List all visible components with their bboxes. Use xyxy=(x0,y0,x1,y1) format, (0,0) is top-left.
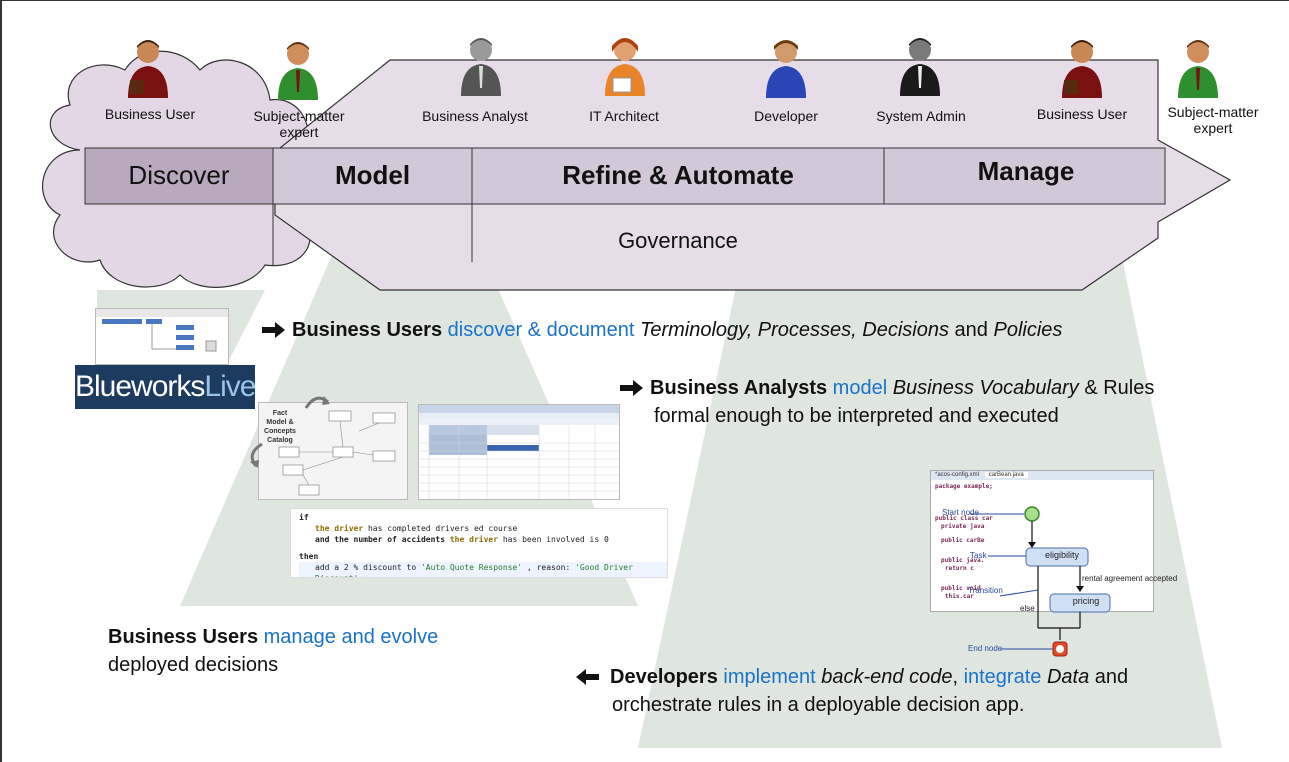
fact-model-title: Fact Model & Concepts Catalog xyxy=(264,410,296,444)
code-string: 'Auto Quote Response' xyxy=(420,563,523,572)
statement-term: Business Vocabulary xyxy=(892,377,1079,399)
ruleflow-diagram xyxy=(970,506,1111,657)
code-line: public java. xyxy=(941,557,985,564)
statement-verb: discover & document xyxy=(447,319,635,341)
phase-manage: Manage xyxy=(977,156,1075,186)
statement-developers: Developers implement back-end code, inte… xyxy=(576,664,1128,690)
rule-code: if the driver has completed drivers ed c… xyxy=(299,512,667,577)
statement-term: Terminology, Processes, Decisions xyxy=(639,319,949,341)
logo-text: Blueworks xyxy=(75,370,205,403)
statement-manage: Business Users manage and evolve xyxy=(108,624,438,650)
code-text: has completed drivers ed course xyxy=(363,524,518,533)
spreadsheet-screenshot xyxy=(418,404,620,500)
role-business-user-2: Business User xyxy=(1036,106,1128,122)
ruleflow-screenshot: *acos-config.xml carBean.java package ex… xyxy=(930,470,1154,612)
statement-developers-line2: orchestrate rules in a deployable decisi… xyxy=(612,694,1025,716)
editor-tab[interactable]: *acos-config.xml xyxy=(935,472,980,478)
rule-code-screenshot: if the driver has completed drivers ed c… xyxy=(290,508,668,578)
code-keyword: then xyxy=(299,552,319,561)
phase-refine-automate: Refine & Automate xyxy=(562,160,794,190)
statement-subject: Business Users xyxy=(108,626,259,648)
code-line: return c xyxy=(945,565,974,572)
code-text: has been involved is 0 xyxy=(498,535,609,544)
flow-label-start-node: Start node xyxy=(942,508,979,517)
code-line: private java xyxy=(941,523,985,530)
flow-label-transition: Transition xyxy=(968,586,1003,595)
person-blue-icon xyxy=(766,40,806,98)
phase-discover: Discover xyxy=(128,160,230,190)
phase-model: Model xyxy=(334,160,411,190)
role-subject-matter-expert-2: Subject-matter expert xyxy=(1167,104,1259,136)
person-black-icon xyxy=(900,38,940,96)
flow-label-else: else xyxy=(1020,604,1035,613)
flow-node-eligibility: eligibility xyxy=(1044,550,1079,560)
statement-conj: and xyxy=(954,319,988,341)
code-keyword: if xyxy=(299,513,309,522)
statement-punct: , xyxy=(952,666,958,688)
statement-term: Policies xyxy=(993,319,1063,341)
role-developer: Developer xyxy=(754,108,818,124)
statement-subject: Business Analysts xyxy=(650,377,828,399)
blueworks-live-logo: BlueworksLive xyxy=(75,365,256,409)
statement-verb: implement xyxy=(723,666,816,688)
editor-tabs: *acos-config.xml carBean.java xyxy=(931,471,1153,480)
code-line: package example; xyxy=(935,483,993,490)
person-green-shirt-icon xyxy=(1178,40,1218,98)
statement-term: Data xyxy=(1046,666,1090,688)
code-text: , reason: xyxy=(522,563,576,572)
statement-model-line2: formal enough to be interpreted and exec… xyxy=(654,405,1059,427)
person-businessman-icon xyxy=(1062,40,1102,98)
arrow-left-icon xyxy=(576,669,599,685)
code-string: 'Good Driver Discount' xyxy=(315,563,633,577)
statement-verb: model xyxy=(832,377,888,399)
person-green-shirt-icon xyxy=(278,42,318,100)
statement-conj: and xyxy=(1094,666,1129,688)
code-text: and the number of accidents xyxy=(315,535,450,544)
person-orange-writing-icon xyxy=(605,38,645,96)
arrow-right-icon xyxy=(620,380,643,396)
fact-model-screenshot: Fact Model & Concepts Catalog xyxy=(258,402,408,500)
arrow-right-icon xyxy=(262,322,285,338)
statement-subject: Business Users xyxy=(292,319,443,341)
code-line: this.car xyxy=(945,593,974,600)
role-system-admin: System Admin xyxy=(876,108,966,124)
statement-model: Business Analysts model Business Vocabul… xyxy=(620,375,1154,401)
code-term: the driver xyxy=(449,535,499,544)
role-it-architect: IT Architect xyxy=(589,108,659,124)
flow-label-end-node: End node xyxy=(968,644,1003,653)
java-code: package example; public class car privat… xyxy=(935,483,993,601)
code-line: public carBe xyxy=(941,537,985,544)
statement-rest: & Rules xyxy=(1084,377,1155,399)
statement-verb: integrate xyxy=(963,666,1042,688)
role-business-analyst: Business Analyst xyxy=(422,108,528,124)
code-line: public void xyxy=(941,585,981,592)
editor-tab-active[interactable]: carBean.java xyxy=(984,472,1028,478)
logo-text-accent: Live xyxy=(204,370,256,403)
code-text: add a 2 % discount to xyxy=(315,563,421,572)
role-business-user: Business User xyxy=(104,106,196,122)
code-term: the driver xyxy=(315,524,364,533)
code-text: ; xyxy=(358,574,368,577)
statement-subject: Developers xyxy=(610,666,718,688)
blueworks-screenshot xyxy=(95,308,229,365)
statement-manage-line2: deployed decisions xyxy=(108,654,279,676)
statement-discover: Business Users discover & document Termi… xyxy=(262,317,1062,343)
cycle-arrow-icon xyxy=(304,396,330,409)
statement-term: back-end code xyxy=(821,666,953,688)
cycle-arrow-icon xyxy=(250,442,263,468)
person-businessman-icon xyxy=(128,40,168,98)
person-gray-icon xyxy=(461,38,501,96)
statement-verb: manage and evolve xyxy=(263,626,439,648)
flow-node-pricing: pricing xyxy=(1072,596,1100,606)
role-subject-matter-expert: Subject-matter expert xyxy=(253,108,345,140)
flow-label-accepted: rental agreement accepted xyxy=(1082,574,1178,583)
phase-governance: Governance xyxy=(618,228,738,253)
flow-label-task: Task xyxy=(970,551,987,560)
code-line: public class car xyxy=(935,515,993,522)
